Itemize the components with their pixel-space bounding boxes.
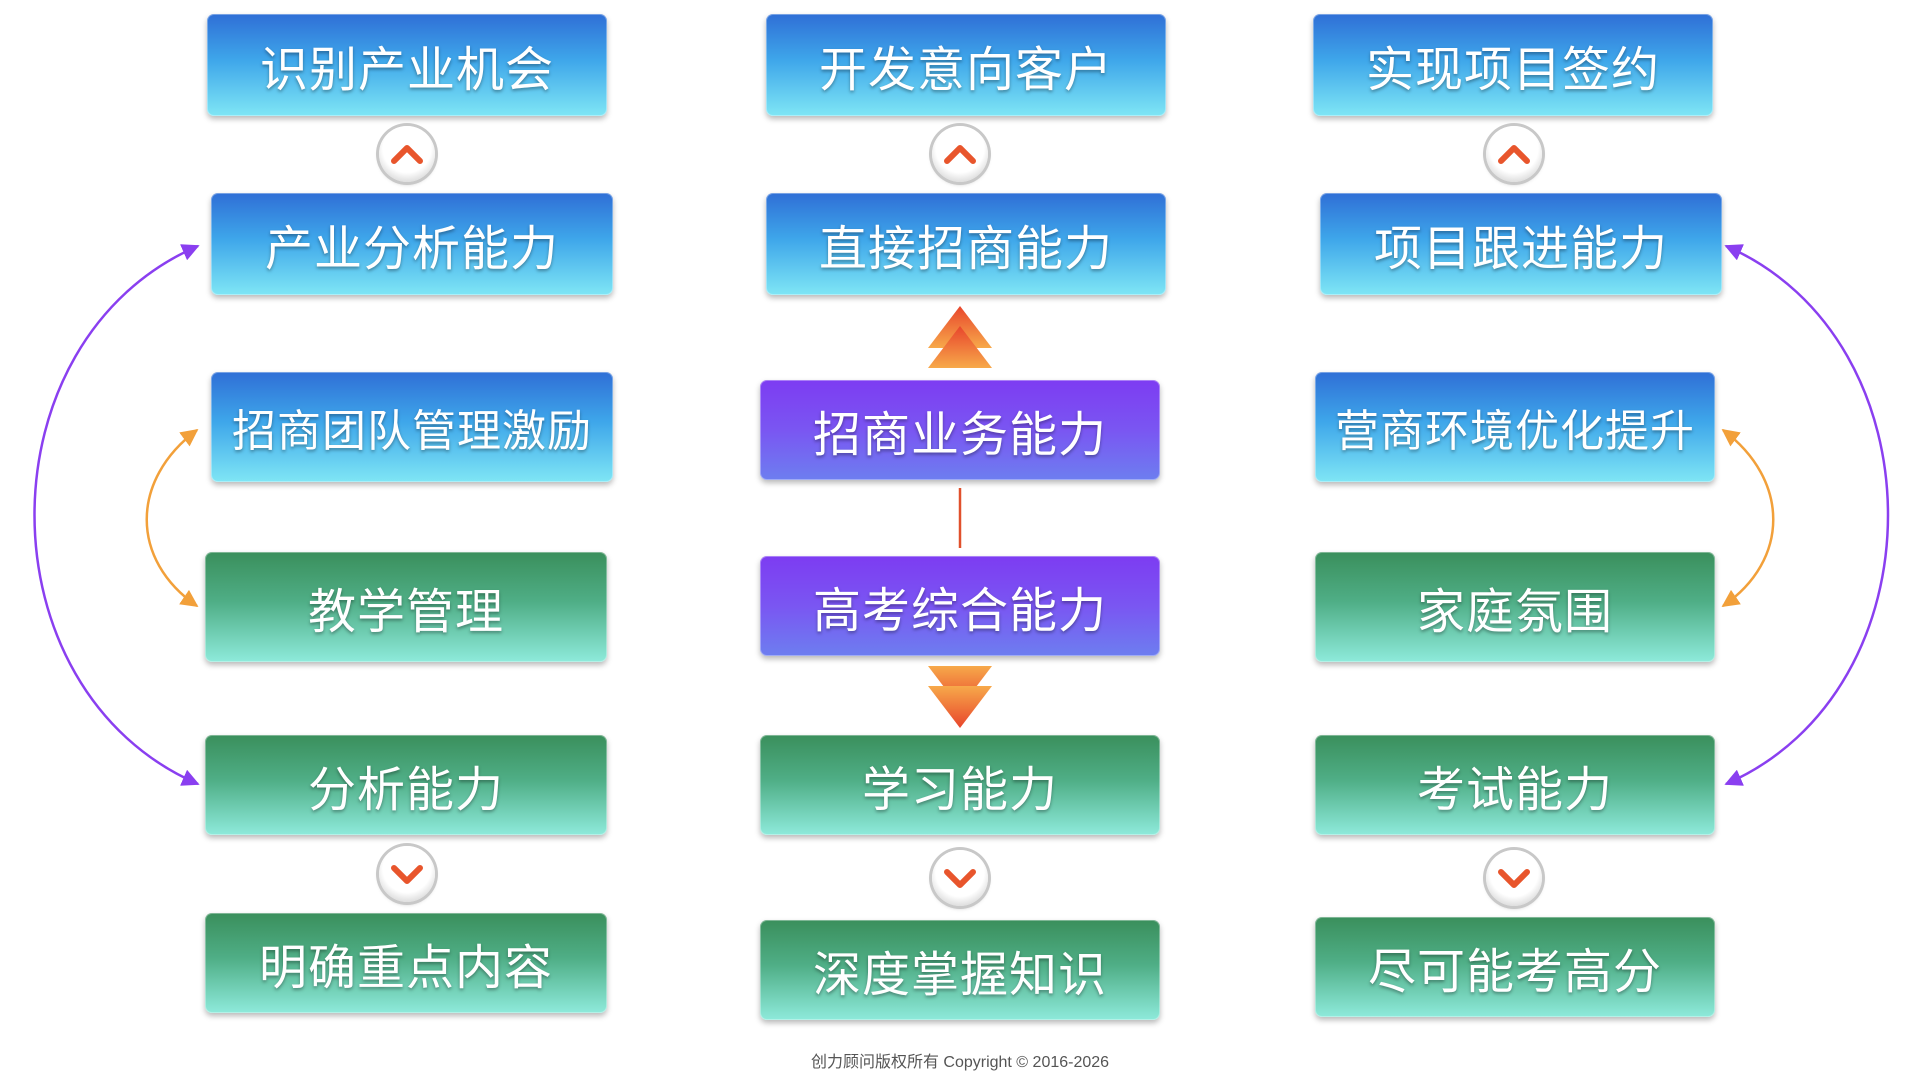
- center-top-goal-box: 开发意向客户: [766, 14, 1166, 116]
- center-core-lower-label: 高考综合能力: [812, 583, 1107, 639]
- center-lower-capability-box: 学习能力: [760, 735, 1160, 835]
- chevron-up-icon: [1486, 126, 1542, 182]
- center-bottom-goal-box: 深度掌握知识: [760, 920, 1160, 1020]
- right-capability-label: 项目跟进能力: [1373, 221, 1668, 277]
- right-top-goal-box: 实现项目签约: [1313, 14, 1713, 116]
- left-mid-upper-box: 招商团队管理激励: [211, 372, 613, 482]
- left-top-goal-box: 识别产业机会: [207, 14, 607, 116]
- right-bottom-goal-box: 尽可能考高分: [1315, 917, 1715, 1017]
- center-capability-label: 直接招商能力: [818, 221, 1113, 277]
- right-mid-upper-label: 营商环境优化提升: [1335, 406, 1695, 457]
- left-lower-capability-box: 分析能力: [205, 735, 607, 835]
- left-inner-arc: [145, 428, 199, 608]
- left-mid-lower-label: 教学管理: [307, 584, 504, 640]
- right-lower-capability-label: 考试能力: [1416, 762, 1613, 818]
- copyright-footer: 创力顾问版权所有 Copyright © 2016-2026: [810, 1054, 1110, 1071]
- chevron-up-icon: [932, 126, 988, 182]
- center-capability-box: 直接招商能力: [766, 193, 1166, 295]
- chevron-down-icon: [379, 846, 435, 902]
- right-capability-box: 项目跟进能力: [1320, 193, 1722, 295]
- right-lower-capability-box: 考试能力: [1315, 735, 1715, 835]
- right-outer-arc: [1724, 244, 1890, 786]
- center-bottom-goal-label: 深度掌握知识: [812, 947, 1107, 1003]
- left-outer-arc: [33, 244, 200, 786]
- right-top-goal-label: 实现项目签约: [1365, 42, 1660, 98]
- left-capability-label: 产业分析能力: [264, 221, 559, 277]
- center-top-goal-label: 开发意向客户: [818, 42, 1113, 98]
- center-core-upper-box: 招商业务能力: [760, 380, 1160, 480]
- left-mid-upper-label: 招商团队管理激励: [232, 406, 592, 457]
- right-mid-lower-label: 家庭氛围: [1416, 584, 1613, 640]
- center-lower-capability-label: 学习能力: [861, 762, 1058, 818]
- chevron-up-icon: [379, 126, 435, 182]
- chevron-down-icon: [932, 850, 988, 906]
- left-lower-capability-label: 分析能力: [307, 762, 504, 818]
- left-top-goal-label: 识别产业机会: [259, 42, 554, 98]
- left-mid-lower-box: 教学管理: [205, 552, 607, 662]
- triangle-down-icon: [928, 666, 992, 728]
- left-capability-box: 产业分析能力: [211, 193, 613, 295]
- chevron-down-icon: [1486, 850, 1542, 906]
- right-bottom-goal-label: 尽可能考高分: [1367, 944, 1662, 1000]
- center-core-lower-box: 高考综合能力: [760, 556, 1160, 656]
- right-mid-lower-box: 家庭氛围: [1315, 552, 1715, 662]
- right-mid-upper-box: 营商环境优化提升: [1315, 372, 1715, 482]
- left-bottom-goal-label: 明确重点内容: [258, 940, 553, 996]
- center-core-upper-label: 招商业务能力: [812, 407, 1107, 463]
- right-inner-arc: [1721, 428, 1775, 608]
- triangle-up-icon: [928, 306, 992, 368]
- left-bottom-goal-box: 明确重点内容: [205, 913, 607, 1013]
